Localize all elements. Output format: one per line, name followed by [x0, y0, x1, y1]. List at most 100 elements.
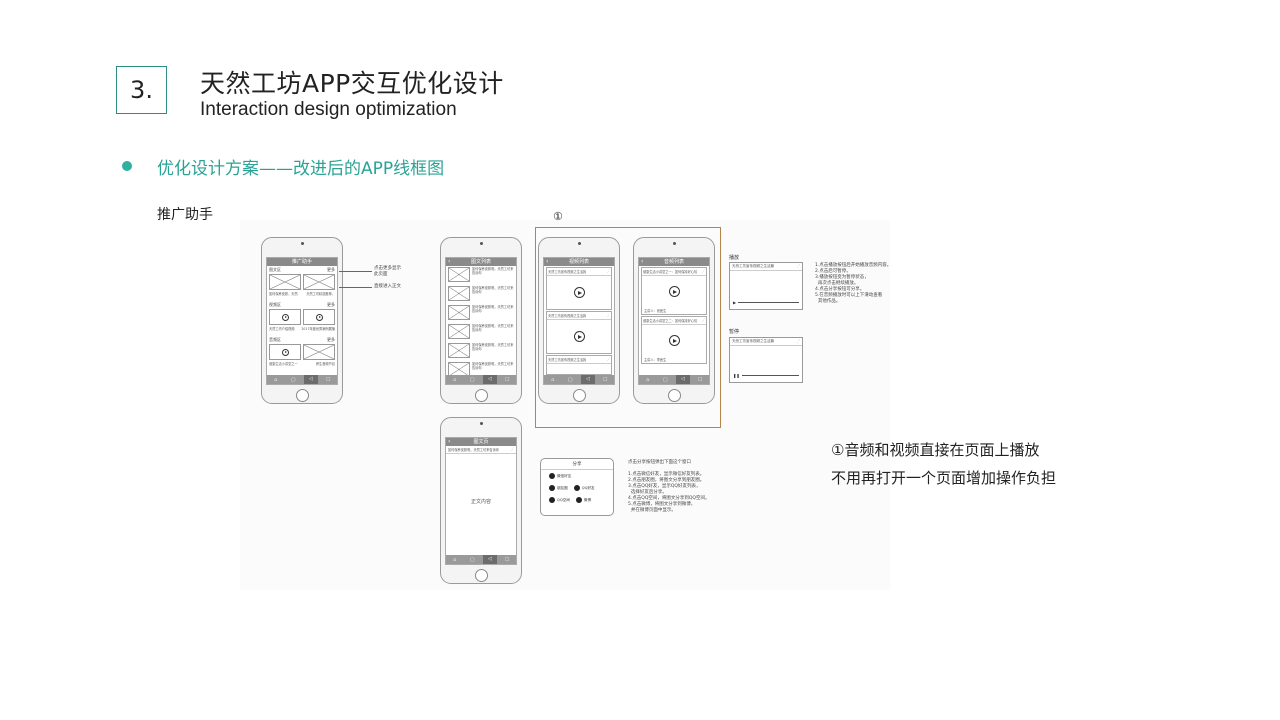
audio-notes: 1.点击播放按钮后开始播放音频内容。 2.点击后可暂停。 3.播放按钮变为暂停状… — [815, 263, 892, 304]
more-link[interactable]: 更多 — [327, 337, 335, 342]
marker-label: ① — [553, 210, 563, 223]
back-icon[interactable]: ‹ — [448, 438, 451, 445]
phone-video-list: ‹视频列表 天然工坊宣传视频之生活篇⋰ 天然工坊宣传视频之生活篇⋰ 天然工坊宣传… — [538, 237, 620, 404]
more-link[interactable]: 更多 — [327, 267, 335, 272]
share-icon[interactable]: ⋰ — [510, 447, 514, 451]
video-placeholder[interactable] — [269, 309, 301, 325]
send-tab-icon[interactable]: ◁ — [675, 375, 690, 384]
user-tab-icon[interactable]: ☐ — [505, 556, 510, 563]
image-placeholder[interactable] — [303, 344, 335, 360]
play-icon[interactable] — [668, 286, 680, 297]
shop-tab-icon[interactable]: ▢ — [290, 376, 296, 383]
list-item[interactable]: 如何保养皮肤呢，天然工坊来告诉你 — [446, 342, 516, 361]
home-tab-icon[interactable]: ⌂ — [551, 376, 555, 383]
speaker-icon — [577, 242, 581, 245]
send-tab-icon[interactable]: ◁ — [482, 555, 497, 564]
list-item[interactable]: 如何保养皮肤呢，天然工坊来告诉你 — [446, 361, 516, 380]
home-button-icon — [474, 389, 488, 402]
audio-paused-card[interactable]: 天然工坊宣传视频之生活篇⋰ ❚❚ — [729, 337, 803, 383]
caption: 养生音频节目 — [315, 362, 335, 366]
audio-title: 健康生活小讲堂之二：如何保持好心情 — [643, 319, 698, 323]
user-tab-icon[interactable]: ☐ — [603, 376, 608, 383]
audio-progress[interactable]: ❚❚ — [733, 373, 799, 378]
image-placeholder[interactable] — [269, 274, 301, 290]
video-title: 天然工坊宣传视频之生活篇 — [548, 358, 587, 362]
wechat-icon — [549, 473, 555, 479]
send-tab-icon[interactable]: ◁ — [580, 375, 595, 384]
phone-screen: ‹音频列表 健康生活小讲堂之一：如何保持好心情⋰主讲人：张医生 健康生活小讲堂之… — [638, 257, 710, 385]
back-icon[interactable]: ‹ — [448, 258, 451, 265]
video-placeholder[interactable] — [303, 309, 335, 325]
section-title: 图文区 — [269, 267, 281, 272]
home-tab-icon[interactable]: ⌂ — [646, 376, 650, 383]
home-tab-icon[interactable]: ⌂ — [453, 556, 457, 563]
video-card[interactable]: 天然工坊宣传视频之生活篇⋰ — [546, 267, 612, 310]
image-placeholder — [448, 286, 470, 301]
audio-placeholder[interactable] — [269, 344, 301, 360]
play-icon[interactable] — [668, 335, 680, 346]
list-item[interactable]: 如何保养皮肤呢，天然工坊来告诉你 — [446, 323, 516, 342]
play-icon[interactable] — [573, 331, 585, 342]
nav-bar: ‹视频列表 — [544, 258, 614, 266]
share-icon[interactable]: ⋰ — [701, 318, 705, 322]
shop-tab-icon[interactable]: ▢ — [469, 376, 475, 383]
back-icon[interactable]: ‹ — [641, 258, 644, 265]
play-state-label: 播放 — [729, 255, 740, 261]
speaker-icon — [300, 242, 304, 245]
user-tab-icon[interactable]: ☐ — [698, 376, 703, 383]
caption: 2017年度优秀案例展播 — [301, 327, 335, 331]
user-tab-icon[interactable]: ☐ — [326, 376, 331, 383]
shop-tab-icon[interactable]: ▢ — [567, 376, 573, 383]
image-placeholder — [448, 343, 470, 358]
audio-progress[interactable]: ▶ — [733, 300, 799, 305]
share-icon[interactable]: ⋰ — [796, 264, 801, 268]
video-card[interactable]: 天然工坊宣传视频之生活篇 ⋰ — [546, 355, 612, 375]
user-tab-icon[interactable]: ☐ — [505, 376, 510, 383]
play-icon[interactable] — [573, 287, 585, 298]
list-item[interactable]: 如何保养皮肤呢，天然工坊来告诉你 — [446, 266, 516, 285]
caption: 天然工坊介绍视频 — [269, 327, 295, 331]
shop-tab-icon[interactable]: ▢ — [662, 376, 668, 383]
share-icon[interactable]: ⋰ — [701, 269, 705, 273]
caption: 如何保养皮肤，天然 — [269, 292, 298, 296]
share-weibo[interactable]: 微博 — [575, 497, 591, 503]
share-moments[interactable]: 朋友圈 — [549, 485, 568, 491]
share-qzone[interactable]: QQ空间 — [549, 497, 570, 503]
conclusion-line-1: ①音频和视频直接在页面上播放 — [831, 441, 1040, 459]
pause-icon[interactable]: ❚❚ — [733, 373, 740, 378]
video-card[interactable]: 天然工坊宣传视频之生活篇⋰ — [546, 311, 612, 354]
share-icon[interactable]: ⋰ — [796, 339, 801, 343]
share-icon[interactable]: ⋰ — [606, 269, 610, 273]
play-icon[interactable]: ▶ — [733, 300, 737, 305]
list-item[interactable]: 如何保养皮肤呢，天然工坊来告诉你 — [446, 285, 516, 304]
moments-icon — [549, 485, 555, 491]
phone-screen: 推广助手 图文区更多 如何保养皮肤，天然天然工坊精选推荐， 视频区更多 天然工坊… — [266, 257, 338, 385]
home-tab-icon[interactable]: ⌂ — [453, 376, 457, 383]
conclusion-line-2: 不用再打开一个页面增加操作负担 — [831, 469, 1057, 487]
share-icon[interactable]: ⋰ — [606, 357, 610, 361]
nav-bar: ‹图文列表 — [446, 258, 516, 266]
share-qq-friend[interactable]: QQ好友 — [573, 485, 595, 491]
shop-tab-icon[interactable]: ▢ — [469, 556, 475, 563]
audio-playing-card[interactable]: 天然工坊宣传视频之生活篇 ⋰ ▶ — [729, 262, 803, 310]
share-wechat-friend[interactable]: 微信好友 — [549, 473, 571, 479]
section-header-video: 视频区更多 — [267, 301, 337, 309]
share-icon[interactable]: ⋰ — [606, 313, 610, 317]
home-tab-icon[interactable]: ⌂ — [274, 376, 278, 383]
wireframe-group-label: 推广助手 — [157, 207, 213, 223]
section-number: 3. — [116, 66, 167, 114]
send-tab-icon[interactable]: ◁ — [303, 375, 318, 384]
back-icon[interactable]: ‹ — [546, 258, 549, 265]
speaker-icon — [672, 242, 676, 245]
audio-title: 天然工坊宣传视频之生活篇 — [732, 264, 774, 268]
list-item-title: 如何保养皮肤呢，天然工坊来告诉你 — [472, 362, 514, 370]
list-item[interactable]: 如何保养皮肤呢，天然工坊来告诉你 — [446, 304, 516, 323]
audio-title: 健康生活小讲堂之一：如何保持好心情 — [643, 270, 698, 274]
image-placeholder[interactable] — [303, 274, 335, 290]
more-link[interactable]: 更多 — [327, 302, 335, 307]
audio-card[interactable]: 健康生活小讲堂之一：如何保持好心情⋰主讲人：张医生 — [641, 267, 707, 315]
send-tab-icon[interactable]: ◁ — [482, 375, 497, 384]
highlight-frame — [535, 227, 721, 428]
audio-card[interactable]: 健康生活小讲堂之二：如何保持好心情⋰主讲人：李医生 — [641, 316, 707, 364]
